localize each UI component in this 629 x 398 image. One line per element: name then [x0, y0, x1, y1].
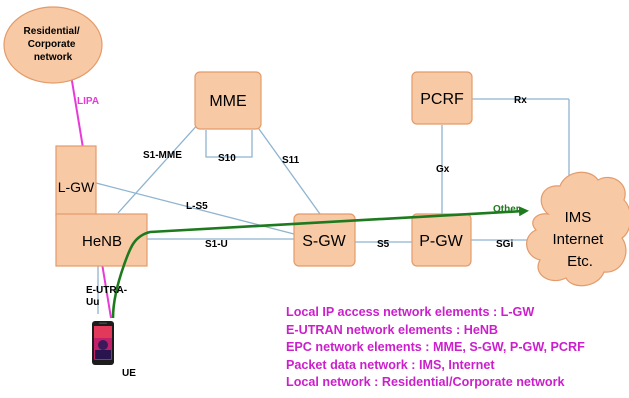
residential-network-node [3, 6, 103, 84]
s11-label: S11 [282, 155, 300, 166]
pgw-label: P-GW [419, 233, 463, 250]
sgw-node [293, 213, 356, 267]
ue-phone-icon [92, 321, 114, 365]
legend-item: E-UTRAN network elements : HeNB [286, 322, 499, 337]
pgw-node [411, 213, 472, 267]
henb-node [55, 213, 148, 267]
ims-label: IMS Internet Etc. [552, 209, 607, 270]
s5-label: S5 [377, 239, 390, 250]
e-utra-uu-line1: E-UTRA- [86, 285, 127, 296]
mme-label: MME [209, 93, 246, 110]
gx-label: Gx [436, 164, 450, 175]
s1-mme-label: S1-MME [143, 150, 182, 161]
residential-label-line3: network [34, 52, 73, 63]
ims-label-line3: Etc. [567, 253, 593, 270]
sgi-label: SGi [496, 239, 513, 250]
sgw-label: S-GW [302, 233, 346, 250]
henb-label: HeNB [82, 233, 122, 250]
e-utra-uu-line2: Uu [86, 297, 99, 308]
lipa-label: LIPA [77, 96, 99, 107]
other-path [111, 206, 529, 319]
s10-loop [205, 130, 253, 158]
pcrf-node [411, 71, 473, 125]
s10-label: S10 [218, 153, 236, 164]
ims-internet-cloud [526, 171, 629, 287]
residential-network-label: Residential/ Corporate network [24, 26, 83, 63]
s1-mme-link [117, 121, 201, 214]
residential-label-line2: Corporate [28, 39, 76, 50]
s11-link [253, 121, 321, 215]
legend-item: Packet data network : IMS, Internet [286, 357, 495, 372]
s1-u-label: S1-U [205, 239, 228, 250]
l-s5-label: L-S5 [186, 201, 208, 212]
ue-label: UE [122, 368, 136, 379]
legend-item: Local IP access network elements : L-GW [286, 305, 535, 319]
mme-node [194, 71, 262, 130]
lgw-node [55, 145, 97, 217]
pcrf-label: PCRF [420, 91, 464, 108]
legend: Local IP access network elements : L-GW … [286, 304, 626, 392]
rx-label: Rx [514, 95, 527, 106]
ims-label-line2: Internet [552, 231, 604, 248]
residential-label-line1: Residential/ [24, 26, 80, 37]
legend-item: Local network : Residential/Corporate ne… [286, 375, 565, 390]
lgw-label: L-GW [58, 179, 95, 195]
legend-item: EPC network elements : MME, S-GW, P-GW, … [286, 340, 585, 355]
ims-label-line1: IMS [565, 209, 592, 226]
other-label: Other [493, 204, 520, 215]
e-utra-uu-label: E-UTRA- Uu [86, 285, 130, 308]
